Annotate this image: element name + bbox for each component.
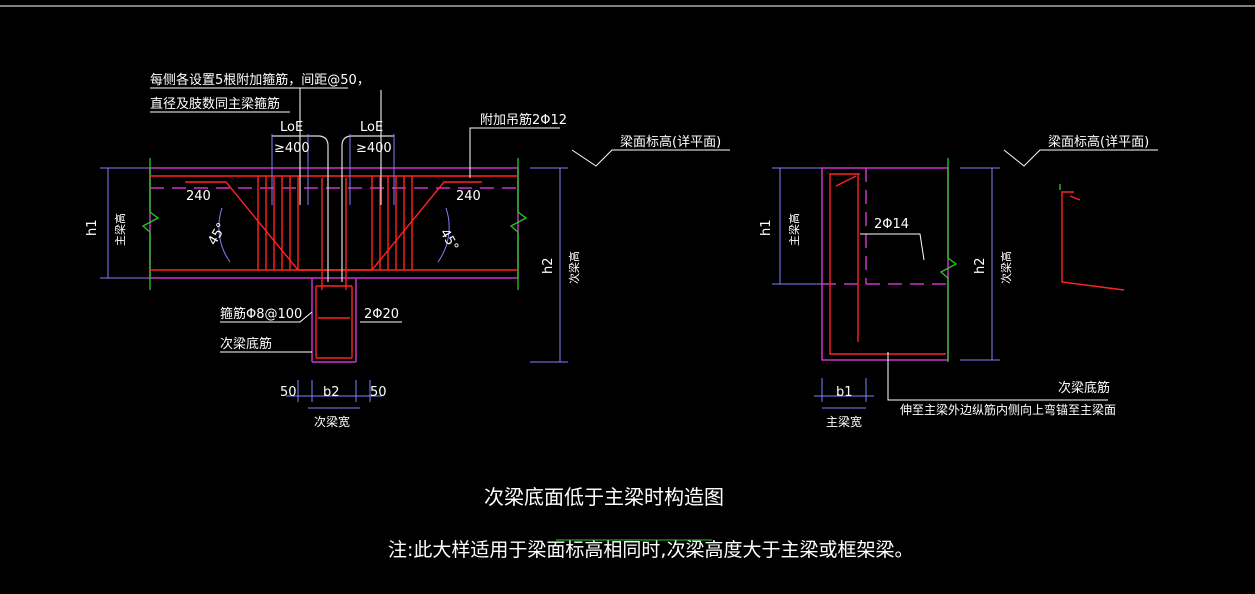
loe-label-right: LoE [360,120,383,135]
dim-b2: b2 [323,385,340,400]
drawing-note: 注:此大样适用于梁面标高相同时,次梁高度大于主梁或框架梁。 [388,539,913,561]
secondary-width-label: 次梁宽 [314,414,350,429]
note-additional-stirrups-line2: 直径及肢数同主梁箍筋 [150,96,280,112]
bottom-bar-anchorage-note: 伸至主梁外边纵筋内侧向上弯锚至主梁面 [900,402,1116,417]
main-beam-height-label-left: 主梁高 [113,213,127,246]
hanger-bar-label: 附加吊筋2Φ12 [480,112,567,128]
length-label-left: ≥400 [274,141,310,156]
secondary-bottom-bar-label-left: 次梁底筋 [220,336,272,352]
dim-b1: b1 [836,385,853,400]
stirrup-label: 箍筋Φ8@100 [220,306,302,322]
h2-label-left: h2 [541,257,556,274]
h2-label-right: h2 [973,257,988,274]
length-label-right: ≥400 [356,141,392,156]
break-lines [141,158,528,290]
right-leader-lines [860,149,1158,401]
right-dimension-lines [772,167,1000,409]
note-additional-stirrups-line1: 每侧各设置5根附加箍筋，间距@50， [150,72,370,88]
dim-50-right: 50 [370,385,387,400]
loe-label-left: LoE [280,120,303,135]
bars-2phi20-label: 2Φ20 [364,307,399,322]
top-elevation-label-left: 梁面标高(详平面) [620,134,721,150]
length-240-left: 240 [186,189,211,204]
left-section-detail: 每侧各设置5根附加箍筋，间距@50， 直径及肢数同主梁箍筋 LoE LoE ≥4… [85,72,730,429]
length-240-right: 240 [456,189,481,204]
dim-50-left: 50 [280,385,297,400]
rebar-lines [150,175,518,359]
h1-label-right: h1 [759,219,774,236]
anchorage-bars [272,90,394,282]
right-section-detail: 梁面标高(详平面) h1 主梁高 h2 次梁高 2Φ14 b1 主梁宽 次梁底筋… [759,134,1158,429]
right-beam-outline [821,167,949,361]
top-elevation-label-right: 梁面标高(详平面) [1048,134,1149,150]
drawing-title: 次梁底面低于主梁时构造图 [484,485,724,509]
main-width-label: 主梁宽 [826,414,862,429]
secondary-beam-height-label-right: 次梁高 [999,251,1013,284]
leader-lines [150,87,730,353]
dimension-lines [100,134,568,409]
angle-label-right: 45° [437,227,462,254]
main-beam-height-label-right: 主梁高 [787,213,801,246]
h1-label-left: h1 [85,219,100,236]
secondary-bottom-bar-label-right: 次梁底筋 [1058,380,1110,396]
secondary-beam-height-label-left: 次梁高 [567,251,581,284]
right-break-line [939,158,1061,362]
angle-label-left: 45° [205,221,230,248]
bars-2phi14-label: 2Φ14 [874,217,909,232]
